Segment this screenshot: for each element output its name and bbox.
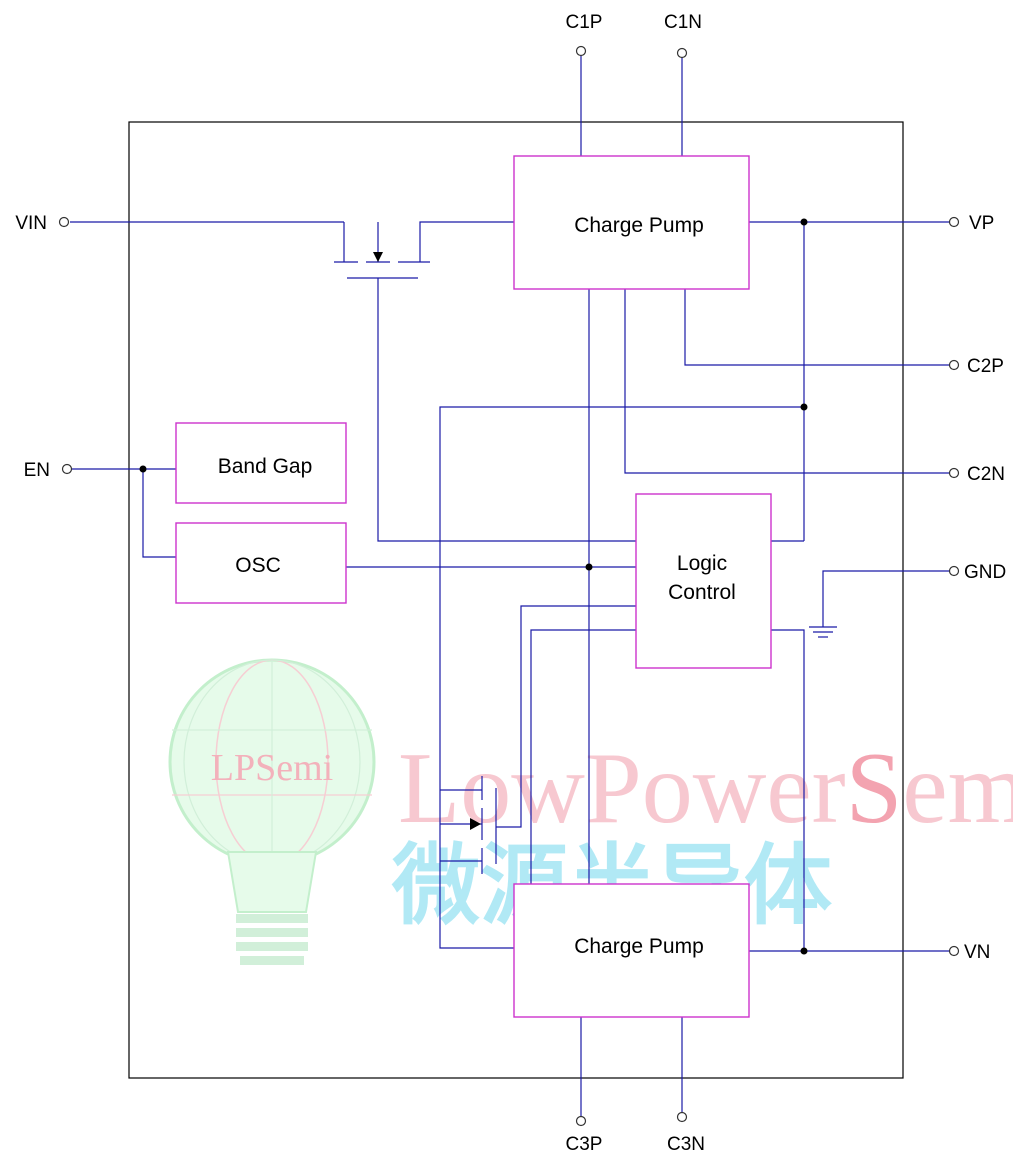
charge-pump-top-label: Charge Pump <box>574 214 704 237</box>
junction-dot-en <box>139 465 147 473</box>
pin-label-en: EN <box>24 460 50 481</box>
terminal-vin <box>58 216 70 228</box>
watermark-company-name: LowPowerSemi <box>398 732 1013 845</box>
transistor-arrow-bottom-icon <box>470 818 481 830</box>
chip-outline <box>128 121 904 1079</box>
terminal-c3n <box>676 1111 688 1123</box>
wires <box>70 56 949 1116</box>
pin-label-c2p: C2P <box>967 356 1004 377</box>
watermark-name-part5: emi <box>902 732 1013 845</box>
logic-control-label-line2: Control <box>668 581 736 604</box>
transistor-arrow-top-icon <box>373 252 383 262</box>
charge-pump-bottom-block <box>513 883 750 1018</box>
pin-terminals <box>58 45 960 1127</box>
lightbulb-logo-icon: LPSemi <box>168 658 376 965</box>
pin-label-c1n: C1N <box>664 12 702 33</box>
watermark-name-part3: ower <box>642 732 846 845</box>
osc-label: OSC <box>235 554 281 577</box>
watermark-name-part4: S <box>846 732 903 845</box>
watermark-name-part2: P <box>585 732 642 845</box>
pin-label-vn: VN <box>964 942 990 963</box>
pin-label-c3n: C3N <box>667 1134 705 1155</box>
terminal-c1p <box>575 45 587 57</box>
watermark-name-part1: Low <box>398 732 585 845</box>
terminal-c2p <box>948 359 960 371</box>
terminal-c1n <box>676 47 688 59</box>
logic-control-label-line1: Logic <box>677 552 727 575</box>
pin-label-c3p: C3P <box>566 1134 603 1155</box>
junction-dot-vp <box>800 218 808 226</box>
logic-control-block <box>635 493 772 669</box>
band-gap-label: Band Gap <box>218 455 313 478</box>
pin-label-c2n: C2N <box>967 464 1005 485</box>
terminal-vp <box>948 216 960 228</box>
osc-block <box>175 522 347 604</box>
junction-dot-vn <box>800 947 808 955</box>
terminal-c3p <box>575 1115 587 1127</box>
watermark: LPSemi LowPowerSemi 微源半导体 <box>168 658 1013 965</box>
junction-dot-feedback <box>800 403 808 411</box>
junction-dot-osc <box>585 563 593 571</box>
terminal-en <box>61 463 73 475</box>
pin-label-vin: VIN <box>15 213 47 234</box>
pin-label-c1p: C1P <box>566 12 603 33</box>
junction-dots <box>139 218 808 955</box>
terminal-gnd <box>948 565 960 577</box>
terminal-vn <box>948 945 960 957</box>
pin-label-vp: VP <box>969 213 994 234</box>
function-blocks <box>175 155 772 1018</box>
pass-transistor-bottom <box>440 776 497 874</box>
charge-pump-bottom-label: Charge Pump <box>574 935 704 958</box>
watermark-badge: LPSemi <box>211 747 333 789</box>
charge-pump-top-block <box>513 155 750 290</box>
terminal-c2n <box>948 467 960 479</box>
pin-label-gnd: GND <box>964 562 1006 583</box>
band-gap-block <box>175 422 347 504</box>
